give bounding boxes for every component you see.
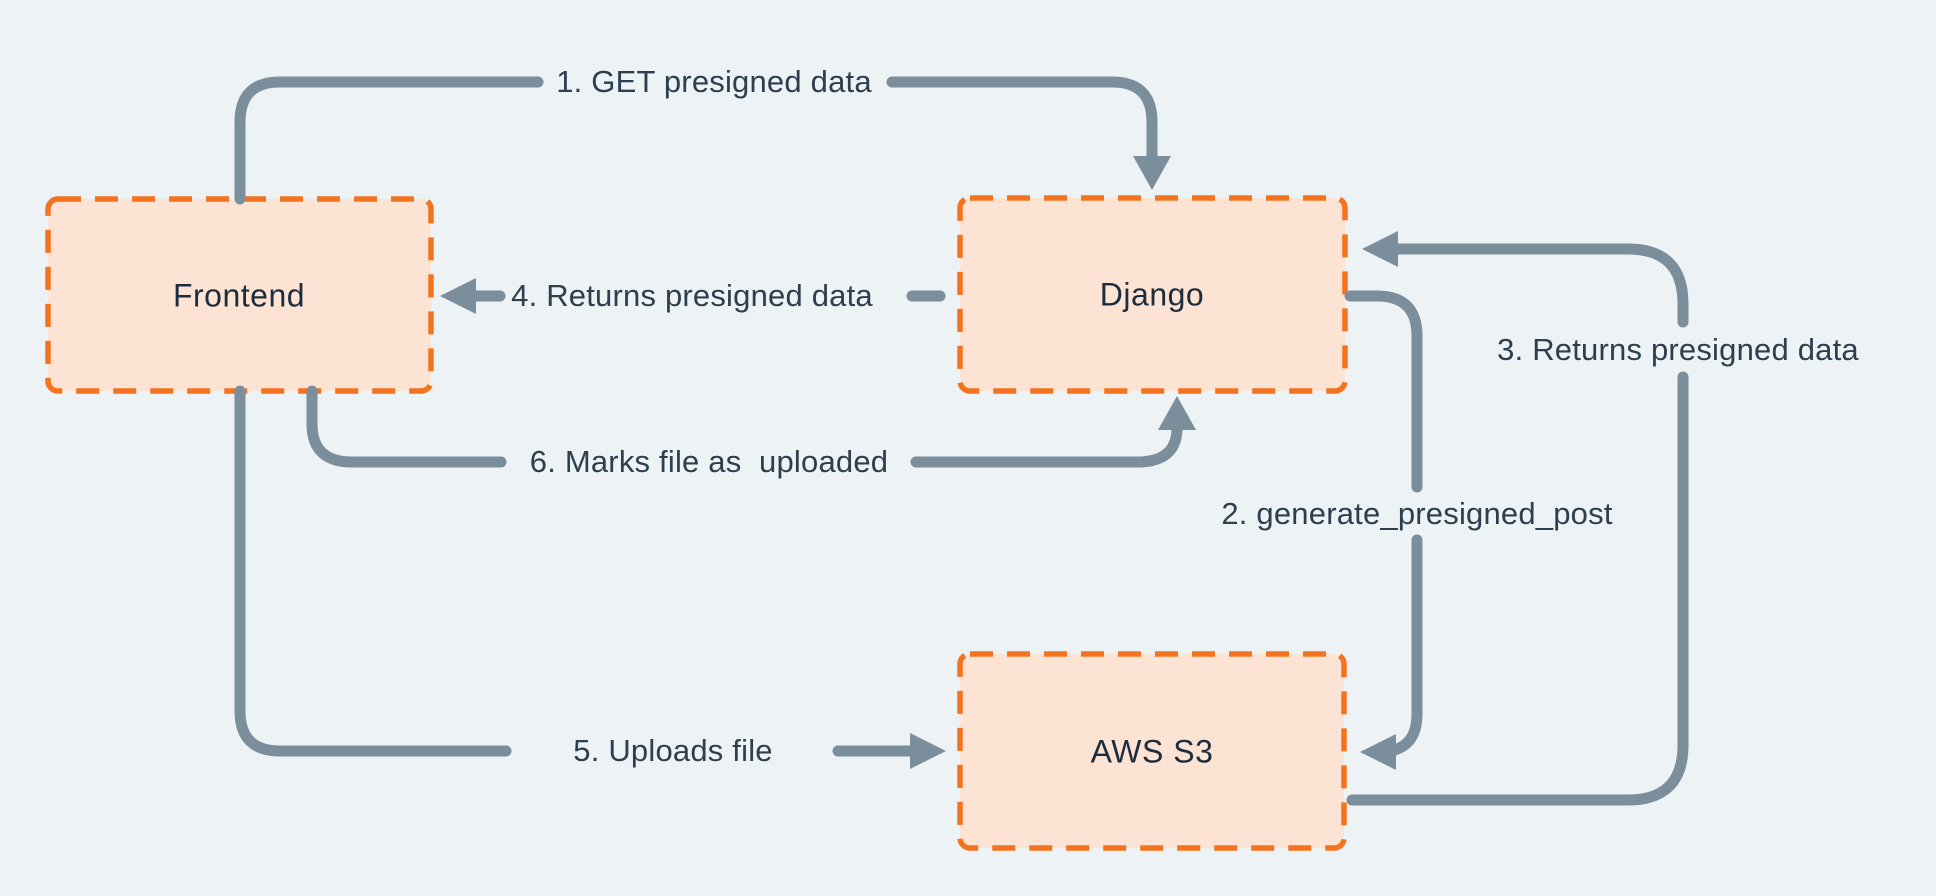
step4-label: 4. Returns presigned data bbox=[511, 278, 873, 313]
aws-s3-node-label: AWS S3 bbox=[1090, 733, 1214, 770]
arrow-lines bbox=[234, 76, 1689, 806]
step2-label: 2. generate_presigned_post bbox=[1221, 496, 1613, 531]
step6-label: 6. Marks file as uploaded bbox=[529, 444, 889, 479]
step4-arrowhead-left-icon bbox=[440, 278, 476, 314]
step6-arrow-right-segment bbox=[910, 422, 1183, 468]
step2-arrowhead-left-icon bbox=[1360, 734, 1396, 770]
django-node-label: Django bbox=[1099, 276, 1205, 313]
step3-arrow-top-segment bbox=[1392, 243, 1689, 328]
step5-label: 5. Uploads file bbox=[573, 733, 773, 768]
step1-arrow-right-segment bbox=[886, 76, 1158, 162]
step3-label: 3. Returns presigned data bbox=[1497, 332, 1859, 367]
frontend-node-label: Frontend bbox=[172, 277, 306, 314]
step2-arrow-top-segment bbox=[1344, 290, 1423, 493]
step6-arrow-left-segment bbox=[306, 385, 507, 468]
step2-arrow-bottom-segment bbox=[1373, 534, 1423, 758]
step6-arrowhead-up-icon bbox=[1158, 396, 1196, 430]
node-boxes bbox=[45, 195, 1348, 851]
arrowheads bbox=[440, 156, 1398, 770]
step1-arrowhead-down-icon bbox=[1133, 156, 1171, 190]
django-box bbox=[957, 195, 1348, 394]
step1-arrow-left-segment bbox=[234, 76, 544, 205]
step3-arrow-bottom-segment bbox=[1346, 371, 1689, 806]
step1-label: 1. GET presigned data bbox=[556, 64, 872, 99]
step5-arrowhead-right-icon bbox=[910, 733, 946, 769]
aws-s3-box bbox=[957, 651, 1347, 851]
step5-arrow-left-segment bbox=[234, 385, 512, 757]
step3-arrowhead-left-icon bbox=[1362, 231, 1398, 267]
